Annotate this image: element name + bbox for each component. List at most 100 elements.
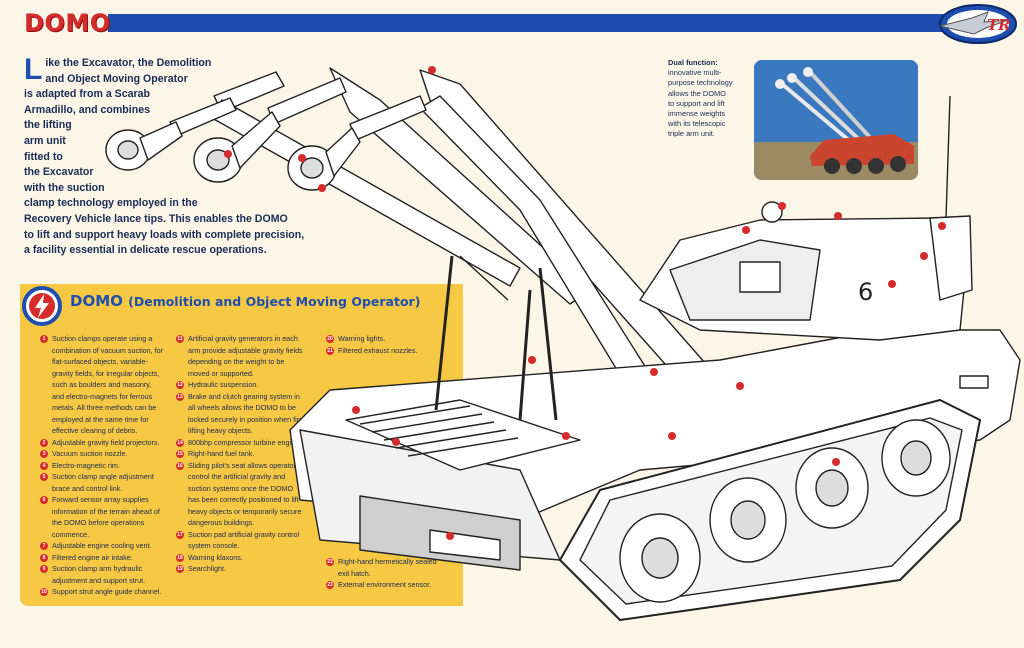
panel-title-sub: (Demolition and Object Moving Operator) xyxy=(128,294,421,309)
legend-number: 19 xyxy=(176,565,184,573)
legend-text: Suction clamp arm hydraulic adjustment a… xyxy=(52,564,146,585)
legend-text: Hydraulic suspension. xyxy=(188,380,259,389)
legend-number: 23 xyxy=(326,581,334,589)
legend-number: 18 xyxy=(176,553,184,562)
road-wheels xyxy=(619,419,951,603)
legend-text: Suction clamp angle adjustment brace and… xyxy=(52,472,154,493)
suction-arm-right xyxy=(287,69,721,399)
suction-arm-left xyxy=(105,71,521,287)
legend-item: 12 Hydraulic suspension. xyxy=(176,379,306,391)
legend-number: 20 xyxy=(326,335,334,343)
legend-item: 2 Adjustable gravity field projectors. xyxy=(40,437,165,449)
legend-text: Searchlight. xyxy=(188,564,226,573)
vehicle-hull xyxy=(289,329,1021,571)
photo-caption: Dual function: innovative multi- purpose… xyxy=(668,58,748,140)
legend-text: Warning lights. xyxy=(338,334,386,343)
legend-item: 22 Right-hand hermetically sealed exit ha… xyxy=(326,556,446,579)
legend-text: Support strut angle guide channel. xyxy=(52,587,162,596)
legend-text: 800bhp compressor turbine engine. xyxy=(188,437,302,447)
caption-line: triple arm unit. xyxy=(668,129,715,139)
legend-text: Suction clamps operate using a combinati… xyxy=(52,334,164,435)
legend-item: 15 Right-hand fuel tank. xyxy=(176,448,306,460)
legend-text: Brake and clutch gearing system in all w… xyxy=(188,391,305,436)
legend-number: 16 xyxy=(176,461,184,470)
legend-item: 8 Filtered engine air intake. xyxy=(40,552,165,564)
legend-item: 9 Suction clamp arm hydraulic adjustment … xyxy=(40,563,165,586)
panel-title-main: DOMO xyxy=(70,292,123,310)
callout-markers xyxy=(224,66,946,540)
caption-line: with its telescopic xyxy=(668,119,726,129)
suction-arm-middle xyxy=(193,67,591,305)
intro-dropcap: L xyxy=(24,53,43,86)
legend-text: Filtered engine air intake. xyxy=(52,552,133,562)
legend-number: 3 xyxy=(40,450,48,458)
legend-text: Adjustable engine cooling vent. xyxy=(52,541,152,550)
legend-text: Filtered exhaust nozzles. xyxy=(338,345,418,355)
legend-number: 12 xyxy=(176,381,184,389)
intro-line: is adapted from a Scarab xyxy=(24,88,150,101)
legend-text: Adjustable gravity field projectors. xyxy=(52,437,160,447)
legend-item: 23 External environment sensor. xyxy=(326,579,446,591)
legend-number: 14 xyxy=(176,438,184,447)
cabin-structure xyxy=(639,95,989,389)
legend-number: 15 xyxy=(176,450,184,458)
legend-text: Suction pad artificial gravity control s… xyxy=(188,529,300,551)
legend-number: 17 xyxy=(176,530,184,539)
legend-number: 5 xyxy=(40,473,48,481)
caption-line: innovative multi- xyxy=(668,68,722,78)
panel-title: DOMO (Demolition and Object Moving Opera… xyxy=(70,292,420,310)
legend-item: 17 Suction pad artificial gravity control… xyxy=(176,529,306,552)
legend-number: 2 xyxy=(40,438,48,447)
legend-item: 6 Forward sensor array supplies informati… xyxy=(40,494,165,540)
legend-text: Electro-magnetic rim. xyxy=(52,460,120,470)
legend-number: 6 xyxy=(40,496,48,504)
hull-number: 6 xyxy=(858,278,873,306)
caption-title: Dual function: xyxy=(668,58,718,67)
caption-line: immense weights xyxy=(668,109,726,119)
legend-item: 18 Warning klaxons. xyxy=(176,552,306,564)
legend-number: 9 xyxy=(40,565,48,573)
legend-item: 14 800bhp compressor turbine engine. xyxy=(176,437,306,449)
caption-line: purpose technology xyxy=(668,78,733,88)
tb-logo-icon: TR xyxy=(939,4,1017,44)
intro-line: the lifting xyxy=(24,119,72,132)
legend-text: Artificial gravity generators in each ar… xyxy=(188,334,303,378)
legend-text: Right-hand hermetically sealed exit hatc… xyxy=(338,557,437,578)
legend-number: 4 xyxy=(40,461,48,470)
legend-number: 8 xyxy=(40,553,48,562)
legend-text: Forward sensor array supplies informatio… xyxy=(52,495,160,539)
legend-item: 20 Warning lights. xyxy=(326,333,446,345)
intro-line: and Object Moving Operator xyxy=(45,72,188,85)
intro-line: Armadillo, and combines xyxy=(24,103,150,116)
lightning-emblem-icon xyxy=(22,286,62,326)
support-struts xyxy=(434,255,558,421)
legend-item: 10 Support strut angle guide channel. xyxy=(40,586,165,598)
header-title-box xyxy=(0,10,108,36)
legend-text: Right-hand fuel tank. xyxy=(188,449,255,458)
legend-column-2: 11 Artificial gravity generators in each … xyxy=(176,333,306,575)
intro-line: a facility essential in delicate rescue … xyxy=(24,244,267,257)
intro-line: arm unit xyxy=(24,134,66,147)
legend-text: Warning klaxons. xyxy=(188,552,243,562)
page-title: DOMO xyxy=(24,9,111,37)
legend-number: 11 xyxy=(176,335,184,343)
intro-line: the Excavator xyxy=(24,166,94,179)
legend-item: 19 Searchlight. xyxy=(176,563,306,575)
legend-number: 10 xyxy=(40,588,48,596)
legend-number: 22 xyxy=(326,558,334,566)
header-bar: DOMO xyxy=(0,10,1024,36)
legend-text: External environment sensor. xyxy=(338,580,432,589)
header-stripe xyxy=(108,14,956,32)
intro-text: L ike the Excavator, the Demolition and … xyxy=(24,53,314,259)
legend-item: 4 Electro-magnetic rim. xyxy=(40,460,165,472)
intro-line: ike the Excavator, the Demolition xyxy=(45,57,212,69)
legend-item: 5 Suction clamp angle adjustment brace an… xyxy=(40,471,165,494)
